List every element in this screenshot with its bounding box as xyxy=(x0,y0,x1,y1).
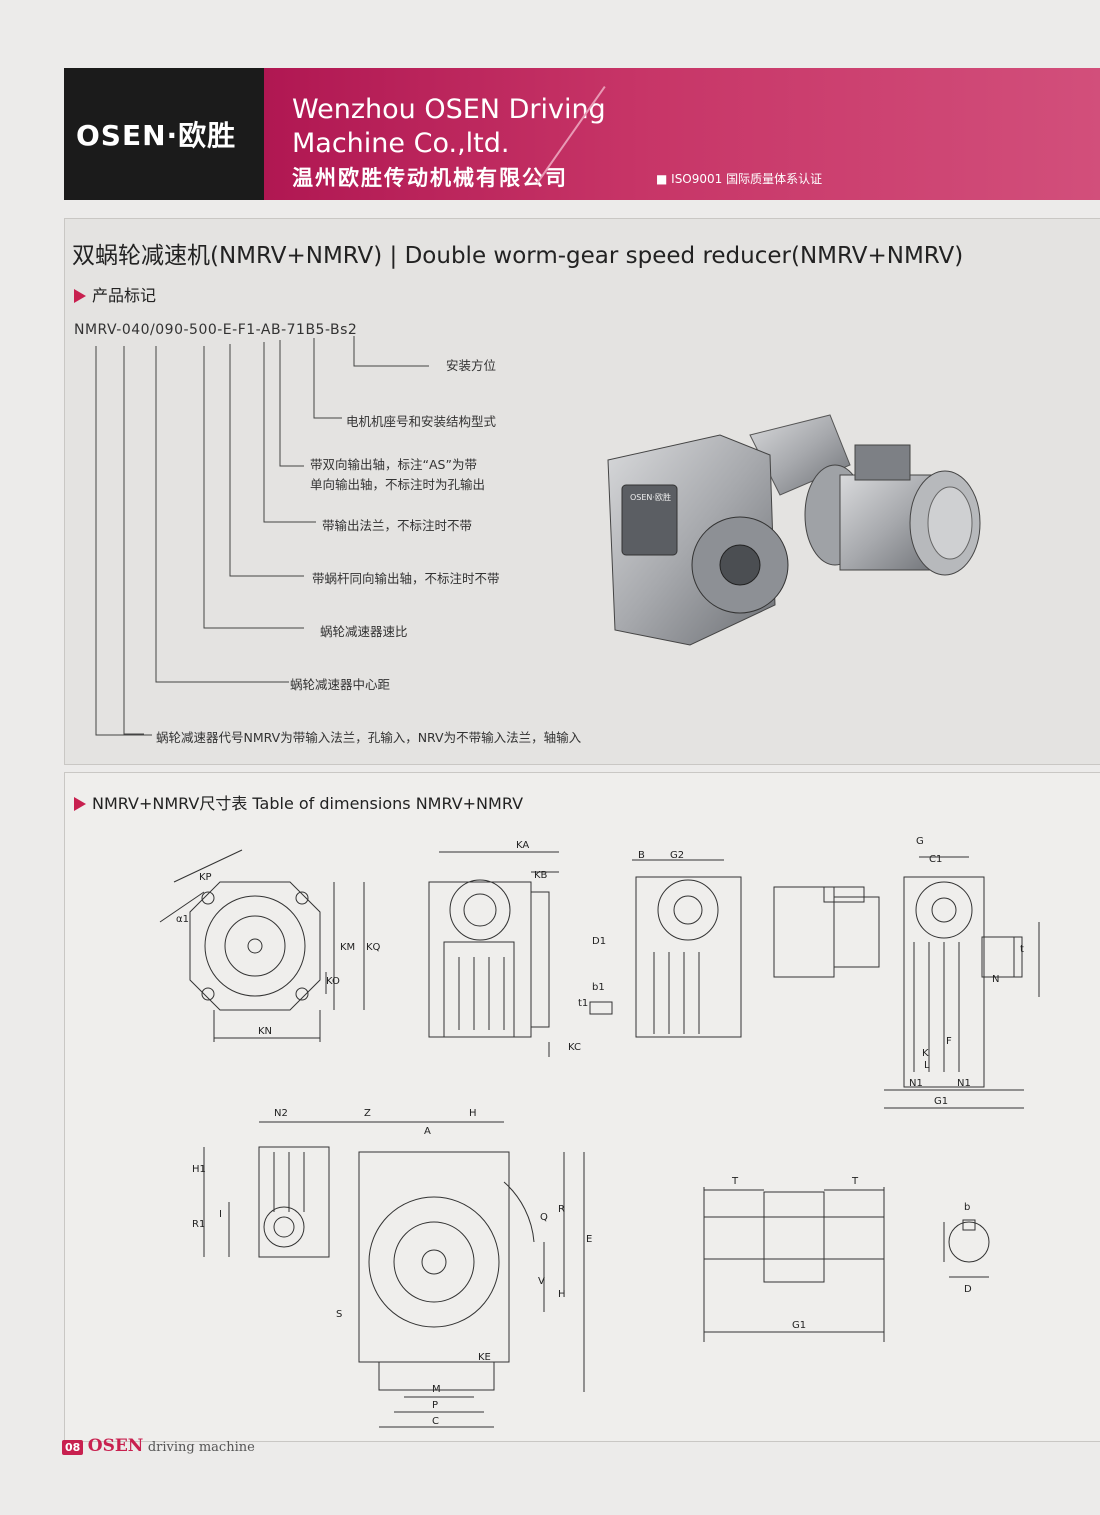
company-name-en-line1: Wenzhou OSEN Driving xyxy=(292,94,606,125)
dim-d: D xyxy=(964,1284,972,1295)
dim-n1-left: N1 xyxy=(909,1078,923,1089)
dim-l: L xyxy=(924,1060,930,1071)
dim-h1: H1 xyxy=(192,1164,206,1175)
dim-g1: G1 xyxy=(934,1096,948,1107)
dim-kq: KQ xyxy=(366,942,381,953)
dim-g2: G2 xyxy=(670,850,684,861)
callout-output-flange: 带输出法兰，不标注时不带 xyxy=(322,518,473,533)
output-shaft-drawing xyxy=(703,1187,990,1342)
dim-n1-right: N1 xyxy=(957,1078,971,1089)
product-code-heading: 产品标记 xyxy=(74,282,156,306)
callout-center-distance: 蜗轮减速器中心距 xyxy=(290,677,391,692)
section-title: 双蜗轮减速机(NMRV+NMRV) | Double worm-gear spe… xyxy=(72,243,964,269)
dim-kn: KN xyxy=(258,1026,272,1037)
dim-r1: R1 xyxy=(192,1219,205,1230)
dim-p: P xyxy=(432,1400,438,1411)
dim-r: R xyxy=(558,1204,565,1215)
iso-certification: ■ ISO9001 国际质量体系认证 xyxy=(656,172,823,186)
dim-g: G xyxy=(916,836,924,847)
dim-k: K xyxy=(922,1048,929,1059)
callout-output-shaft-2: 单向输出轴，不标注时为孔输出 xyxy=(310,477,486,492)
company-name-en-line2: Machine Co.,ltd. xyxy=(292,128,510,159)
dim-a1: α1 xyxy=(176,914,189,925)
dim-ka: KA xyxy=(516,840,529,851)
code-leader-lines xyxy=(95,336,429,736)
footer-brand: OSEN xyxy=(87,1436,144,1456)
dim-n: N xyxy=(992,974,999,985)
product-code-heading-text: 产品标记 xyxy=(92,286,157,305)
dim-c: C xyxy=(432,1416,439,1427)
dim-b1: b1 xyxy=(592,982,605,993)
dim-f: F xyxy=(946,1036,952,1047)
dimensions-panel xyxy=(64,772,1100,1442)
dimension-drawings: KP α1 KM KQ KO KN KA KB KC B G2 D1 b1 t1… xyxy=(159,836,1040,1428)
dimensions-heading-text: NMRV+NMRV尺寸表 Table of dimensions NMRV+NM… xyxy=(92,794,524,813)
motor-side-view-drawing xyxy=(773,856,1040,1109)
footer-tagline: driving machine xyxy=(147,1440,255,1455)
dim-ko: KO xyxy=(326,976,340,987)
dim-e: E xyxy=(586,1234,592,1245)
dim-v: V xyxy=(538,1276,545,1287)
callout-output-shaft-1: 带双向输出轴，标注“AS”为带 xyxy=(310,457,477,472)
dim-n2: N2 xyxy=(274,1108,288,1119)
company-logo: OSEN·欧胜 xyxy=(76,119,237,152)
dim-km: KM xyxy=(340,942,355,953)
page-footer: 08 OSEN driving machine xyxy=(62,1436,255,1456)
callout-worm-shaft: 带蜗杆同向输出轴，不标注时不带 xyxy=(312,571,500,586)
dim-t1: t1 xyxy=(578,998,588,1009)
product-photo: OSEN·欧胜 xyxy=(607,414,981,646)
dim-d1: D1 xyxy=(592,936,606,947)
shaft-view-drawing xyxy=(589,859,742,1038)
dimension-labels: KP α1 KM KQ KO KN KA KB KC B G2 D1 b1 t1… xyxy=(176,836,1024,1427)
dim-b-key: b xyxy=(964,1202,970,1213)
header-band: Wenzhou OSEN Driving Machine Co.,ltd. 温州… xyxy=(264,68,1100,200)
triangle-bullet-icon xyxy=(74,797,86,811)
page-number: 08 xyxy=(62,1440,84,1455)
product-code: NMRV-040/090-500-E-F1-AB-71B5-Bs2 xyxy=(74,322,358,338)
triangle-bullet-icon xyxy=(74,289,86,303)
dim-c1: C1 xyxy=(929,854,942,865)
front-view-drawing xyxy=(203,1121,585,1428)
dim-z: Z xyxy=(364,1108,371,1119)
dim-t-right: T xyxy=(851,1176,859,1187)
dim-s: S xyxy=(336,1309,342,1320)
callout-mounting-position: 安装方位 xyxy=(446,358,497,373)
dim-kc: KC xyxy=(568,1042,581,1053)
callout-model-code: 蜗轮减速器代号NMRV为带输入法兰，孔输入，NRV为不带输入法兰，轴输入 xyxy=(156,730,582,745)
dim-kb: KB xyxy=(534,870,548,881)
dim-q: Q xyxy=(540,1212,548,1223)
dim-h-right: H xyxy=(558,1289,566,1300)
dim-b: B xyxy=(638,850,645,861)
dim-kp: KP xyxy=(199,872,212,883)
dim-h: H xyxy=(469,1108,477,1119)
side-view-drawing xyxy=(428,851,559,1057)
callout-ratio: 蜗轮减速器速比 xyxy=(320,624,408,639)
dim-t-left: T xyxy=(731,1176,739,1187)
dim-ke: KE xyxy=(478,1352,491,1363)
dimensions-heading: NMRV+NMRV尺寸表 Table of dimensions NMRV+NM… xyxy=(74,790,523,814)
dim-g1-shaft: G1 xyxy=(792,1320,806,1331)
company-name-cn: 温州欧胜传动机械有限公司 xyxy=(292,166,568,190)
dim-i: I xyxy=(219,1209,222,1220)
photo-badge: OSEN·欧胜 xyxy=(630,492,671,502)
dim-t: t xyxy=(1020,944,1024,955)
header-logo-block: OSEN·欧胜 xyxy=(64,68,264,200)
flange-view-drawing xyxy=(159,849,365,1042)
callout-motor-frame: 电机机座号和安装结构型式 xyxy=(346,414,497,429)
dim-a: A xyxy=(424,1126,431,1137)
dim-m: M xyxy=(432,1384,441,1395)
